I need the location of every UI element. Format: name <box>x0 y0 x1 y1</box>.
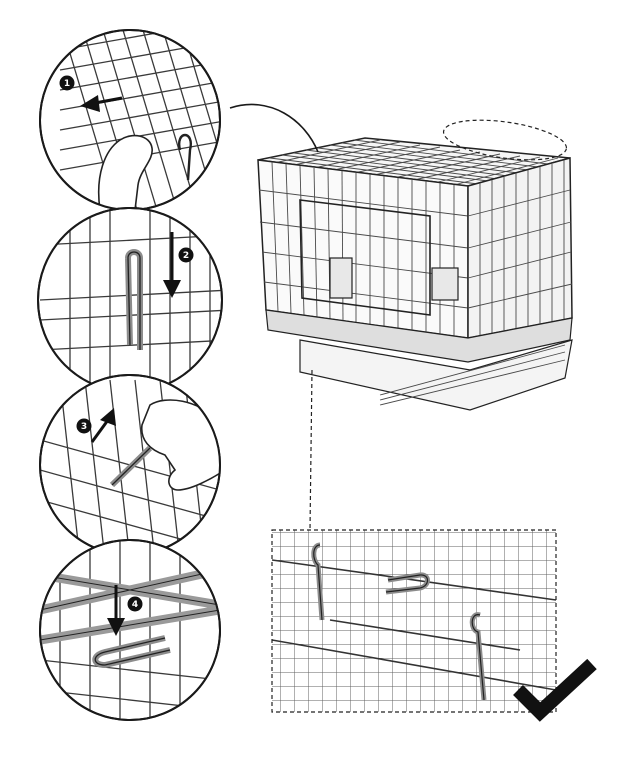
step-badge-3 <box>76 418 92 434</box>
check-icon <box>513 658 597 722</box>
step-1-detail: 1 <box>39 29 221 211</box>
arrow-left-icon <box>80 95 100 112</box>
step-number-4: 4 <box>132 600 138 610</box>
crate-illustration <box>257 119 573 411</box>
detail-inset <box>271 529 557 713</box>
step-3-detail: 3 <box>39 374 221 556</box>
step-badge-4 <box>127 596 143 612</box>
step-2-detail: 2 <box>37 207 223 393</box>
step-badge-2 <box>178 247 194 263</box>
callout-connector <box>229 103 319 153</box>
arrow-down-icon <box>107 618 125 636</box>
inset-leader-line <box>309 369 313 531</box>
step-number-3: 3 <box>81 422 87 432</box>
arrow-up-icon <box>100 408 116 426</box>
step-4-detail: 4 <box>39 539 221 721</box>
arrow-down-icon <box>163 280 181 298</box>
step-number-2: 2 <box>183 251 189 261</box>
step-badge-1 <box>59 75 75 91</box>
step-number-1: 1 <box>64 79 70 89</box>
